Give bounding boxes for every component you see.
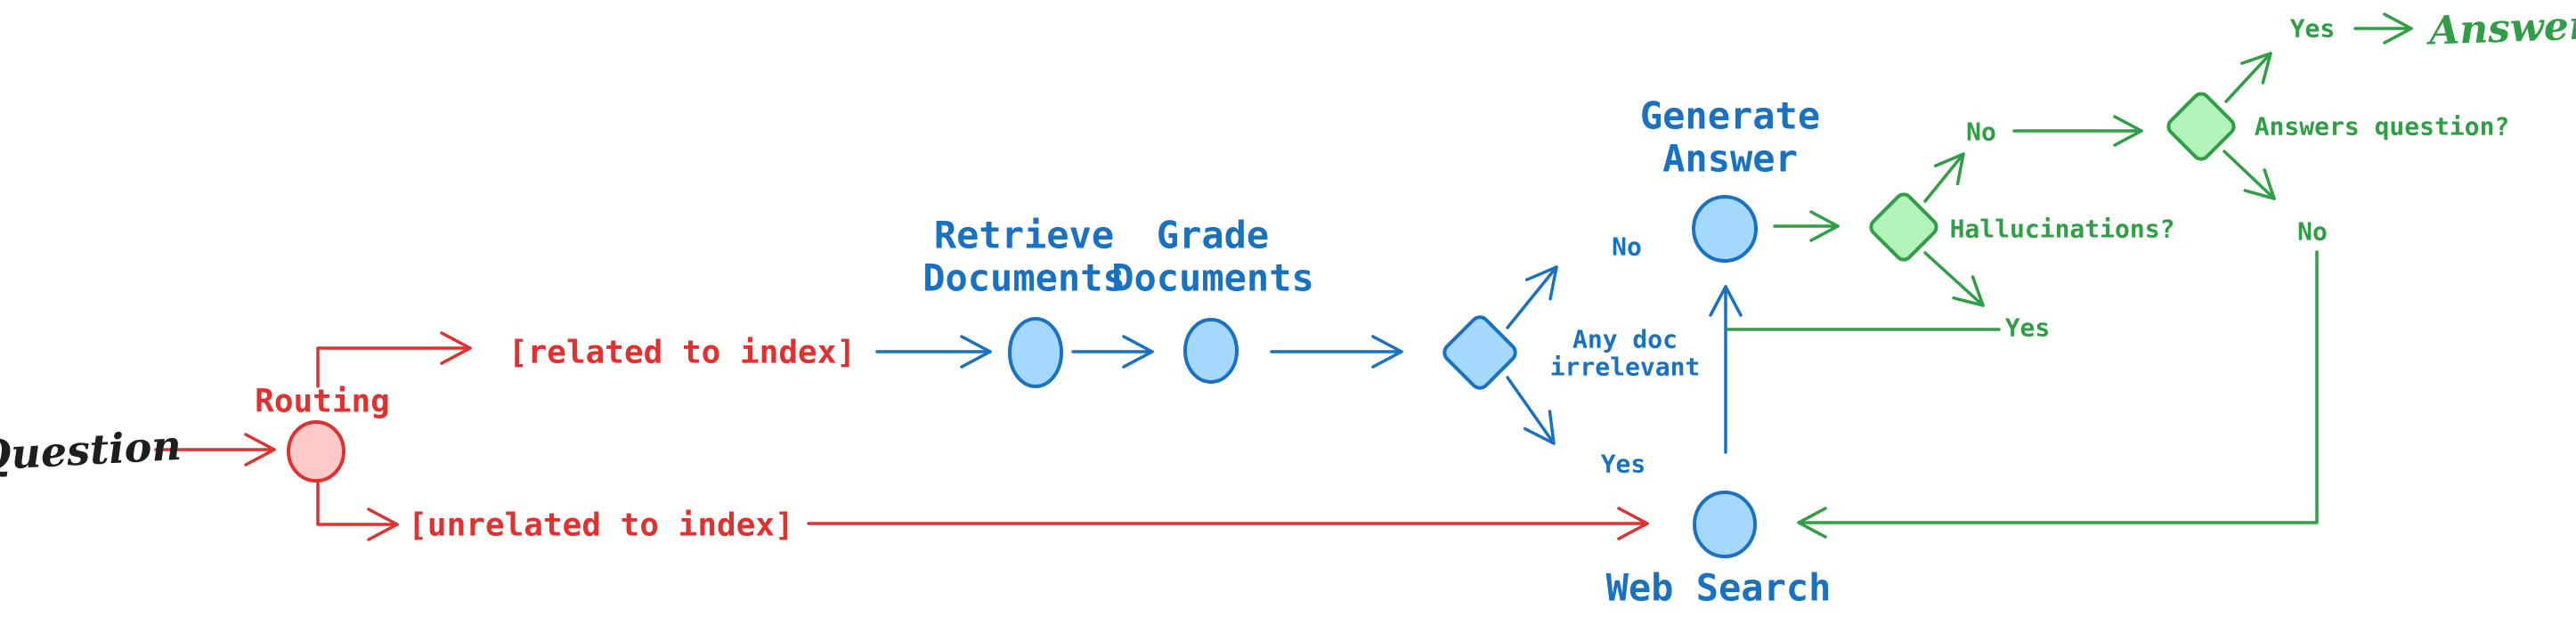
generate-node[interactable] <box>1692 195 1758 263</box>
generate-label-line2: Answer <box>1662 137 1798 181</box>
relevance-label-line2: irrelevant <box>1550 353 1701 382</box>
relevance-label-line1: Any doc <box>1572 325 1678 354</box>
hallucination-no-arrow <box>1923 152 1965 203</box>
relevance-diamond[interactable] <box>1441 313 1519 392</box>
hallucination-no-label: No <box>1966 118 1996 147</box>
answers-yes-label: Yes <box>2290 14 2336 44</box>
answers-yes-arrow <box>2224 52 2272 103</box>
unrelated-branch-label: [unrelated to index] <box>408 507 793 544</box>
grade-label-line2: Documents <box>1111 256 1314 300</box>
retrieve-label-line2: Documents <box>922 256 1125 300</box>
grade-node[interactable] <box>1183 318 1239 384</box>
related-branch-label: [related to index] <box>508 335 856 371</box>
answer-label: Answer <box>2425 3 2576 53</box>
hallucination-yes-arrow <box>1923 251 1985 307</box>
routing-related-elbow-arrow <box>316 331 472 388</box>
retrieve-label-line1: Retrieve <box>934 214 1114 257</box>
hallucination-diamond[interactable] <box>1868 191 1940 264</box>
generate-label-line1: Generate <box>1640 94 1820 138</box>
routing-label: Routing <box>255 384 390 420</box>
answers-no-label: No <box>2297 217 2328 247</box>
answers-no-arrow <box>2223 150 2276 200</box>
relevance-no-label: No <box>1612 232 1642 262</box>
hallucination-yes-label: Yes <box>2005 313 2051 343</box>
question-label: Question <box>0 421 183 480</box>
websearch-label: Web Search <box>1606 566 1832 610</box>
relevance-no-arrow <box>1506 265 1558 329</box>
retrieve-node[interactable] <box>1008 317 1063 388</box>
answers-label: Answers question? <box>2255 112 2510 142</box>
relevance-yes-arrow <box>1506 376 1556 445</box>
answers-diamond[interactable] <box>2166 91 2238 163</box>
websearch-node[interactable] <box>1693 491 1757 558</box>
relevance-yes-label: Yes <box>1601 450 1646 479</box>
hallucination-label: Hallucinations? <box>1950 215 2175 244</box>
routing-unrelated-elbow-arrow <box>316 481 399 541</box>
grade-label-line1: Grade <box>1157 214 1269 257</box>
answers-no-to-websearch-arrow <box>1797 250 2319 539</box>
routing-node[interactable] <box>287 420 345 483</box>
